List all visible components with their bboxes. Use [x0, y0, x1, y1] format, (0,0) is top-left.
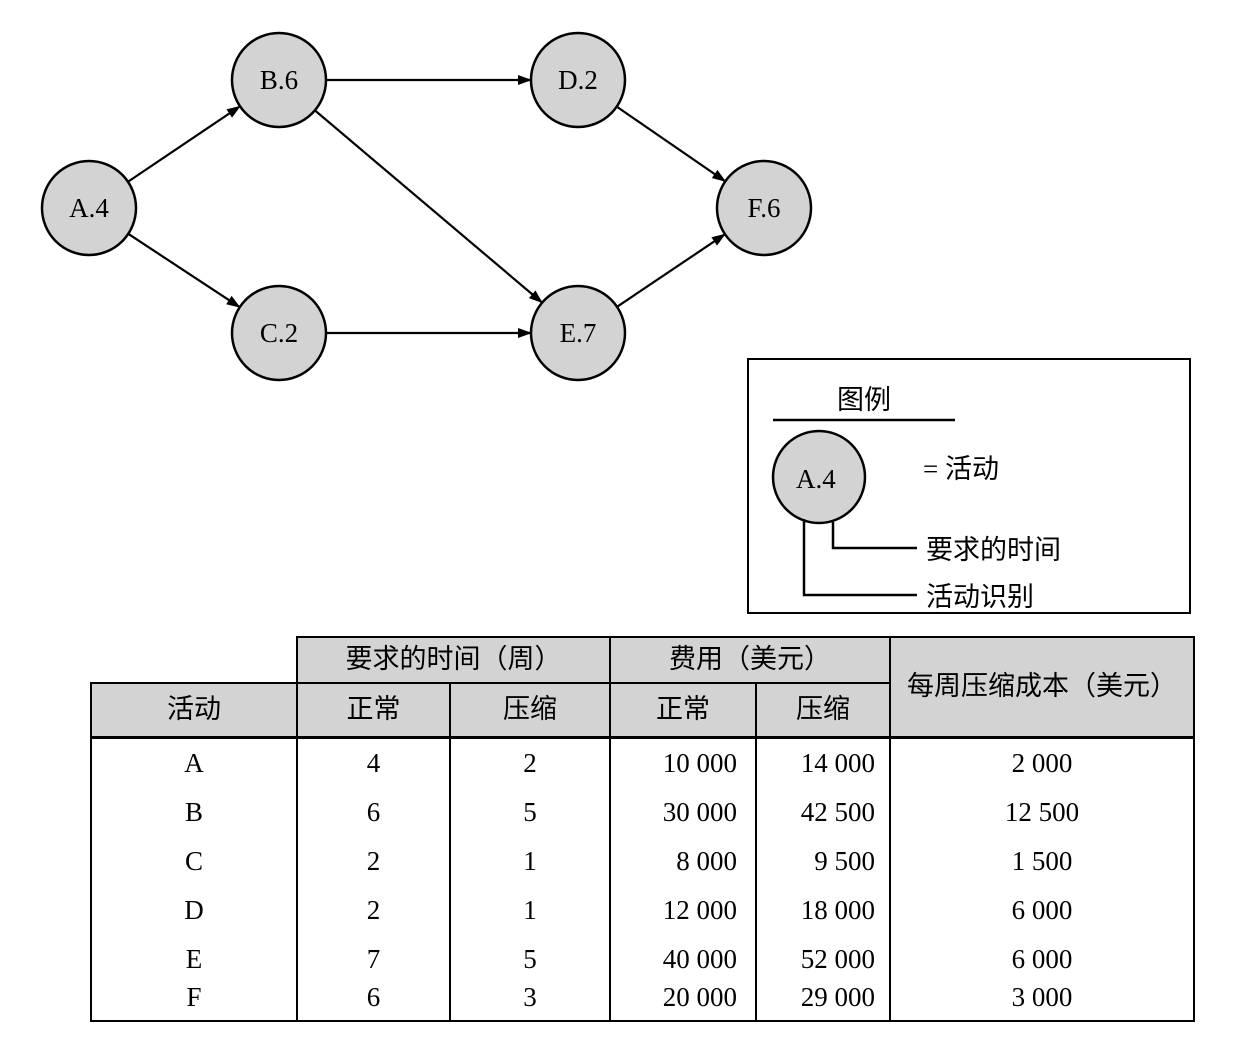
header-crash-cost-per-week: 每周压缩成本（美元） [889, 636, 1195, 738]
cell-normal-cost: 40 000 [609, 934, 757, 984]
table-row: E 7 5 40 000 52 000 6 000 [90, 934, 1195, 984]
header-group-time: 要求的时间（周） [296, 636, 611, 684]
node-label: E.7 [560, 318, 597, 348]
legend-graphic [771, 418, 955, 597]
network-nodes: A.4 B.6C.2 D.2E.7 F.6 [40, 31, 813, 382]
cell-crash-time: 3 [449, 983, 611, 1022]
cell-crash-time: 5 [449, 787, 611, 837]
header-normal-time: 正常 [296, 682, 451, 738]
cell-normal-cost: 10 000 [609, 735, 757, 788]
node-d: D.2 [529, 31, 627, 129]
edge-a-b [127, 105, 241, 183]
legend-time-required: 要求的时间 [926, 535, 1061, 565]
cell-normal-time: 6 [296, 983, 451, 1022]
node-a: A.4 [40, 159, 138, 257]
crash-cost-table: 要求的时间（周） 费用（美元） 每周压缩成本（美元） 活动 正常 压缩 正常 压… [90, 636, 1195, 1022]
cell-crash-time: 1 [449, 836, 611, 886]
cell-normal-time: 2 [296, 885, 451, 935]
table-row: F 6 3 20 000 29 000 3 000 [90, 983, 1195, 1022]
table-row: D 2 1 12 000 18 000 6 000 [90, 885, 1195, 935]
cell-crash-time: 1 [449, 885, 611, 935]
node-circle [230, 284, 328, 382]
header-normal-cost: 正常 [609, 682, 757, 738]
cell-crash-per-week: 6 000 [889, 885, 1195, 935]
cell-normal-cost: 12 000 [609, 885, 757, 935]
cell-normal-time: 4 [296, 735, 451, 788]
node-circle [529, 284, 627, 382]
cell-crash-per-week: 1 500 [889, 836, 1195, 886]
cell-crash-per-week: 2 000 [889, 735, 1195, 788]
edge-b-e [314, 109, 543, 304]
node-label: D.2 [558, 65, 598, 95]
header-activity: 活动 [90, 682, 298, 738]
node-b: B.6 [230, 31, 328, 129]
network-edges [127, 75, 727, 338]
node-c: C.2 [230, 284, 328, 382]
cell-crash-per-week: 3 000 [889, 983, 1195, 1022]
legend-example-label: A.4 [796, 464, 836, 494]
node-label: B.6 [260, 65, 298, 95]
node-circle [529, 31, 627, 129]
cell-normal-cost: 8 000 [609, 836, 757, 886]
header-crash-time: 压缩 [449, 682, 611, 738]
node-label: F.6 [747, 193, 780, 223]
node-e: E.7 [529, 284, 627, 382]
cell-crash-cost: 29 000 [755, 983, 891, 1022]
legend-title: 图例 [837, 385, 891, 415]
table-row: C 2 1 8 000 9 500 1 500 [90, 836, 1195, 886]
legend-example-node [771, 429, 867, 525]
cell-activity: B [90, 787, 298, 837]
node-circle [230, 31, 328, 129]
cell-normal-cost: 20 000 [609, 983, 757, 1022]
legend-box: 图例 A.4 = 活动 要求的时间 活动识别 [747, 358, 1191, 614]
cell-crash-per-week: 6 000 [889, 934, 1195, 984]
edge-d-f [616, 105, 727, 183]
table-row: A 4 2 10 000 14 000 2 000 [90, 735, 1195, 788]
legend-equals-activity: = 活动 [923, 454, 999, 484]
legend-activity-id: 活动识别 [926, 582, 1034, 612]
cell-activity: A [90, 735, 298, 788]
cell-activity: F [90, 983, 298, 1022]
edge-a-c [127, 232, 241, 309]
node-label: A.4 [69, 193, 109, 223]
cell-crash-cost: 18 000 [755, 885, 891, 935]
node-circle [715, 159, 813, 257]
legend-id-connector [802, 519, 917, 597]
node-circle [40, 159, 138, 257]
cell-crash-time: 5 [449, 934, 611, 984]
cell-normal-time: 2 [296, 836, 451, 886]
cell-crash-per-week: 12 500 [889, 787, 1195, 837]
activity-network-diagram: A.4 B.6C.2 D.2E.7 F.6 [40, 31, 813, 382]
cell-crash-cost: 52 000 [755, 934, 891, 984]
table-row: B 6 5 30 000 42 500 12 500 [90, 787, 1195, 837]
legend-time-connector [831, 522, 917, 550]
header-group-cost: 费用（美元） [609, 636, 891, 684]
node-f: F.6 [715, 159, 813, 257]
cell-crash-cost: 14 000 [755, 735, 891, 788]
cell-crash-time: 2 [449, 735, 611, 788]
cell-normal-time: 7 [296, 934, 451, 984]
header-crash-cost: 压缩 [755, 682, 891, 738]
edge-e-f [616, 233, 726, 308]
table-corner [91, 637, 298, 683]
cell-crash-cost: 42 500 [755, 787, 891, 837]
cell-activity: C [90, 836, 298, 886]
cell-normal-cost: 30 000 [609, 787, 757, 837]
cell-normal-time: 6 [296, 787, 451, 837]
cell-activity: D [90, 885, 298, 935]
cell-activity: E [90, 934, 298, 984]
cell-crash-cost: 9 500 [755, 836, 891, 886]
node-label: C.2 [260, 318, 298, 348]
